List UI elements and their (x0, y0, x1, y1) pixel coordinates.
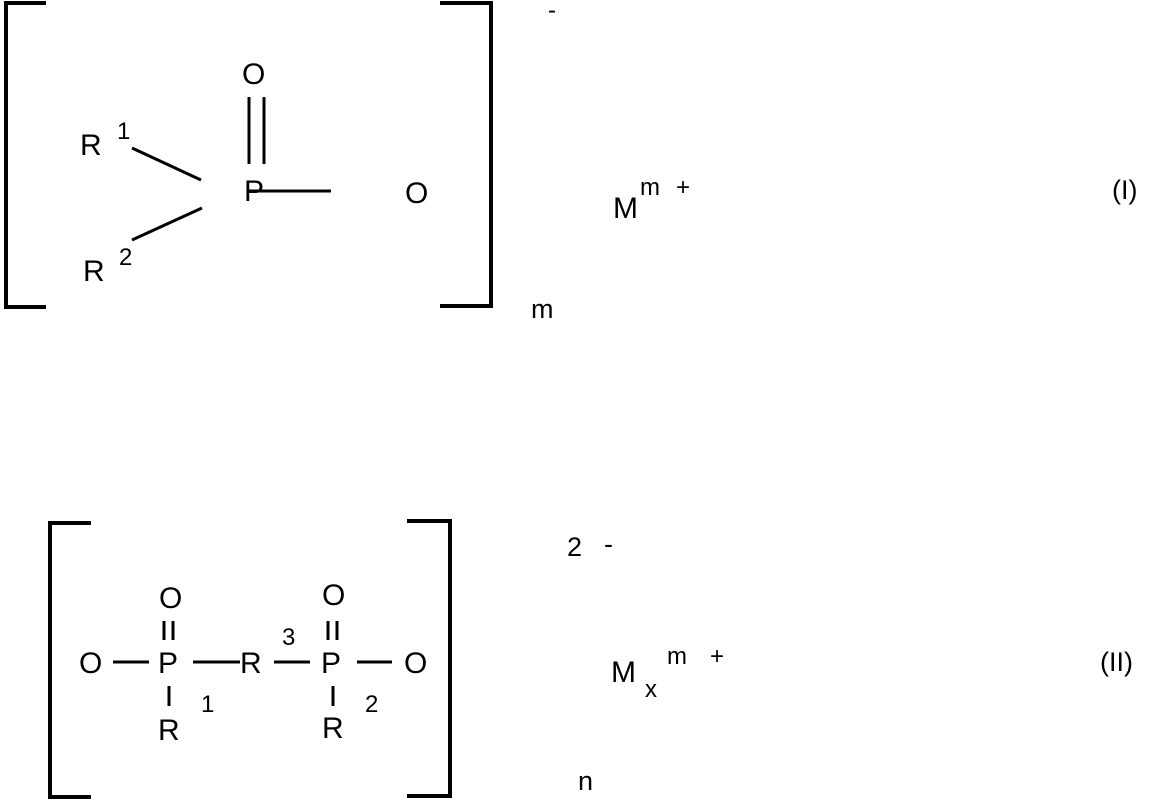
formula-II-right-bracket (407, 519, 452, 798)
formula-II-r1: R (158, 714, 180, 747)
formula-I-bond-r1-p (131, 146, 202, 182)
formula-I-r1: R (80, 129, 102, 162)
formula-II-oxygen-top-left: O (159, 582, 182, 615)
formula-II-left-bracket (48, 521, 91, 799)
formula-II-oxygen-left: O (79, 647, 102, 680)
formula-II-charge-sign: - (604, 529, 613, 559)
formula-II-cation-charge-sign: + (710, 643, 724, 670)
formula-II-label: (II) (1100, 647, 1133, 677)
formula-I-repeat-subscript: m (531, 294, 554, 324)
formula-II-phosphorus-right: P (321, 647, 341, 680)
formula-I-right-bracket (440, 1, 493, 308)
formula-I: O P O R 1 R 2 - m M m + (I) (4, 0, 1137, 324)
formula-I-charge: - (548, 0, 556, 24)
formula-II-r2-index: 2 (365, 691, 378, 718)
formula-I-left-bracket (4, 1, 46, 309)
formula-I-cation-charge-sign: + (676, 174, 690, 201)
formula-II-charge-number: 2 (567, 532, 582, 562)
formula-II: O P O R 1 R 3 P O R 2 O 2 - (48, 519, 1133, 799)
formula-I-r2-index: 2 (119, 244, 132, 271)
formula-II-r2: R (322, 712, 344, 745)
formula-II-r1-index: 1 (201, 691, 214, 718)
formula-II-r3-index: 3 (282, 624, 295, 651)
formula-I-r2: R (83, 255, 105, 288)
formula-II-r3: R (240, 647, 262, 680)
formula-I-label: (I) (1112, 175, 1137, 205)
formula-II-phosphorus-left: P (158, 647, 178, 680)
formula-I-oxygen-single: O (405, 177, 428, 210)
formula-II-oxygen-right: O (404, 647, 427, 680)
formula-I-cation-symbol: M (613, 192, 638, 225)
formula-II-cation-subscript: x (645, 676, 657, 703)
formula-II-cation-symbol: M (611, 656, 636, 689)
formula-I-cation-charge-var: m (640, 174, 660, 201)
formula-I-r1-index: 1 (117, 118, 130, 145)
formula-I-oxygen-double: O (242, 58, 265, 91)
formula-II-repeat-subscript: n (578, 766, 593, 796)
formula-II-oxygen-top-right: O (322, 579, 345, 612)
formula-II-cation-charge-var: m (667, 643, 687, 670)
formula-I-bond-r2-p (131, 206, 203, 242)
